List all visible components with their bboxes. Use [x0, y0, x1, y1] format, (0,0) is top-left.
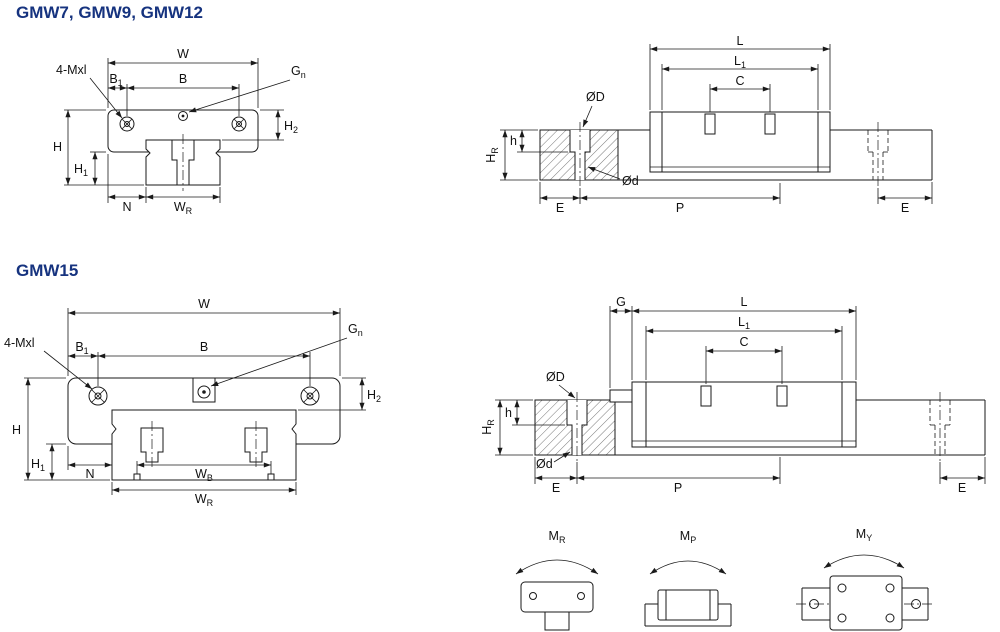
- grease-nipple-center: [181, 114, 185, 118]
- label-h2-f1: H2: [284, 119, 298, 135]
- mounting-hole-section: [566, 400, 588, 455]
- label-h2-f2: H2: [367, 388, 381, 404]
- carriage-side-view: [631, 381, 857, 448]
- label-w-f1: W: [177, 47, 189, 61]
- dimensions-front2: W B1 B 4-Mxl Gn H H1 H2 N: [4, 297, 381, 508]
- label-mxl-f2: 4-Mxl: [4, 336, 35, 350]
- label-gn-f1: Gn: [291, 64, 306, 80]
- hidden-mounting-hole: [929, 392, 951, 462]
- label-l1-s2: L1: [738, 315, 750, 331]
- side-view-gmw7-9-12: L L1 C HR h ØD Ød E P: [484, 34, 933, 215]
- front-view-gmw7-9-12: W B1 B 4-Mxl Gn H H1 H2: [53, 47, 306, 216]
- label-h1-f2: H1: [31, 457, 45, 473]
- carriage-side-view: [649, 111, 831, 173]
- label-n-f2: N: [85, 467, 94, 481]
- rail-reference-notch: [267, 473, 275, 481]
- carriage-bolt-slot: [700, 385, 712, 407]
- series-title-2: GMW15: [16, 261, 78, 280]
- label-p-s1: P: [676, 201, 684, 215]
- label-h-f1: H: [53, 140, 62, 154]
- label-wr-f2: WR: [195, 492, 214, 508]
- label-h-s1: h: [510, 134, 517, 148]
- label-b-f2: B: [200, 340, 208, 354]
- label-c-s1: C: [735, 74, 744, 88]
- label-mp: MP: [680, 529, 696, 545]
- label-b1-f1: B1: [109, 72, 122, 88]
- label-l-s1: L: [737, 34, 744, 48]
- carriage-bolt-slot: [704, 113, 716, 135]
- carriage-bolt-hole-left: [88, 386, 108, 406]
- label-h1-f1: H1: [74, 162, 88, 178]
- carriage-bolt-slot: [776, 385, 788, 407]
- mini-carriage-side: [657, 589, 719, 621]
- grease-nipple-side: [609, 389, 633, 403]
- moment-mr: MR: [515, 529, 599, 631]
- moment-mp: MP: [644, 529, 732, 627]
- label-g-s2: G: [616, 295, 626, 309]
- carriage-bolt-slot: [764, 113, 776, 135]
- carriage-bolt-hole-right: [300, 386, 320, 406]
- series-title-1: GMW7, GMW9, GMW12: [16, 3, 203, 22]
- label-h-f2: H: [12, 423, 21, 437]
- label-e-left-s1: E: [556, 201, 564, 215]
- carriage-bolt-hole-right: [231, 116, 247, 132]
- dimensions-side2: G L L1 C HR h ØD Ød: [480, 295, 986, 495]
- rail-hole-top-view: [809, 599, 819, 609]
- carriage-bolt-hole-left: [119, 116, 135, 132]
- label-b1-f2: B1: [75, 340, 88, 356]
- label-l-s2: L: [741, 295, 748, 309]
- label-l1-s1: L1: [734, 54, 746, 70]
- rail-counterbore-hole: [244, 427, 268, 463]
- rail-hole-top-view: [911, 599, 921, 609]
- moment-arrow-my: [823, 554, 905, 569]
- label-od-big-s1: ØD: [586, 90, 605, 104]
- label-my: MY: [856, 527, 872, 543]
- side-view-gmw15: G L L1 C HR h ØD Ød: [480, 295, 986, 495]
- rail-reference-notch: [133, 473, 141, 481]
- label-c-s2: C: [739, 335, 748, 349]
- mini-rail-front: [544, 611, 570, 631]
- dimensions-front1: W B1 B 4-Mxl Gn H H1 H2: [53, 47, 306, 216]
- moment-arrow-mr: [515, 559, 599, 575]
- moment-diagrams: MR MP MY: [515, 527, 934, 631]
- rail-counterbore-hole: [171, 140, 195, 185]
- label-w-f2: W: [198, 297, 210, 311]
- dimensions-side1: L L1 C HR h ØD Ød E P: [484, 34, 933, 215]
- label-hr-s2: HR: [480, 419, 496, 435]
- hidden-mounting-hole: [867, 122, 889, 188]
- label-mxl-f1: 4-Mxl: [56, 63, 87, 77]
- label-p-s2: P: [674, 481, 682, 495]
- mounting-hole-section: [569, 130, 591, 180]
- label-od-big-s2: ØD: [546, 370, 565, 384]
- label-od-small-s1: Ød: [622, 174, 639, 188]
- mini-carriage-top: [829, 575, 903, 631]
- label-mr: MR: [549, 529, 566, 545]
- moment-my: MY: [796, 527, 934, 631]
- label-b-f1: B: [179, 72, 187, 86]
- rail-cross-section: [145, 139, 221, 186]
- label-hr-s1: HR: [484, 147, 500, 163]
- rail-counterbore-hole: [140, 427, 164, 463]
- front-view-gmw15: W B1 B 4-Mxl Gn H H1 H2 N: [4, 297, 381, 508]
- label-e-left-s2: E: [552, 481, 560, 495]
- label-wb-f2: WB: [195, 467, 213, 483]
- label-n-f1: N: [122, 200, 131, 214]
- label-h-s2: h: [505, 406, 512, 420]
- label-gn-f2: Gn: [348, 322, 363, 338]
- grease-nipple-center: [202, 390, 206, 394]
- label-e-right-s1: E: [901, 201, 909, 215]
- moment-arrow-mp: [649, 560, 727, 575]
- label-od-small-s2: Ød: [536, 457, 553, 471]
- label-e-right-s2: E: [958, 481, 966, 495]
- mini-carriage-front: [520, 581, 594, 613]
- label-wr-f1: WR: [174, 200, 193, 216]
